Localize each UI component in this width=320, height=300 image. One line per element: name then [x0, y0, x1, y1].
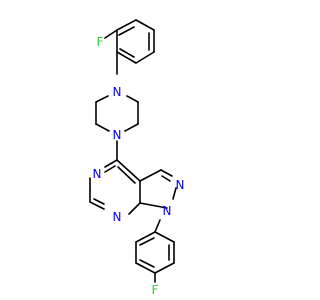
atom-label-nitrogen-pyrimidine-lower: N: [113, 210, 122, 224]
atom-label-layer: F N N N N N N F: [93, 35, 185, 297]
bond-layer: [89, 19, 177, 283]
atom-label-fluorine-bottom: F: [152, 283, 159, 297]
molecule-structure: F N N N N N N F: [89, 19, 185, 297]
atom-label-nitrogen-pyrimidine-upper: N: [93, 167, 102, 181]
atom-label-nitrogen-piperazine-top: N: [113, 85, 122, 99]
atom-label-nitrogen-pyrazole-2: N: [176, 178, 185, 192]
atom-label-nitrogen-piperazine-bottom: N: [113, 128, 122, 142]
atom-label-nitrogen-pyrazole-1: N: [163, 204, 172, 218]
atom-label-fluorine-top: F: [97, 35, 104, 49]
